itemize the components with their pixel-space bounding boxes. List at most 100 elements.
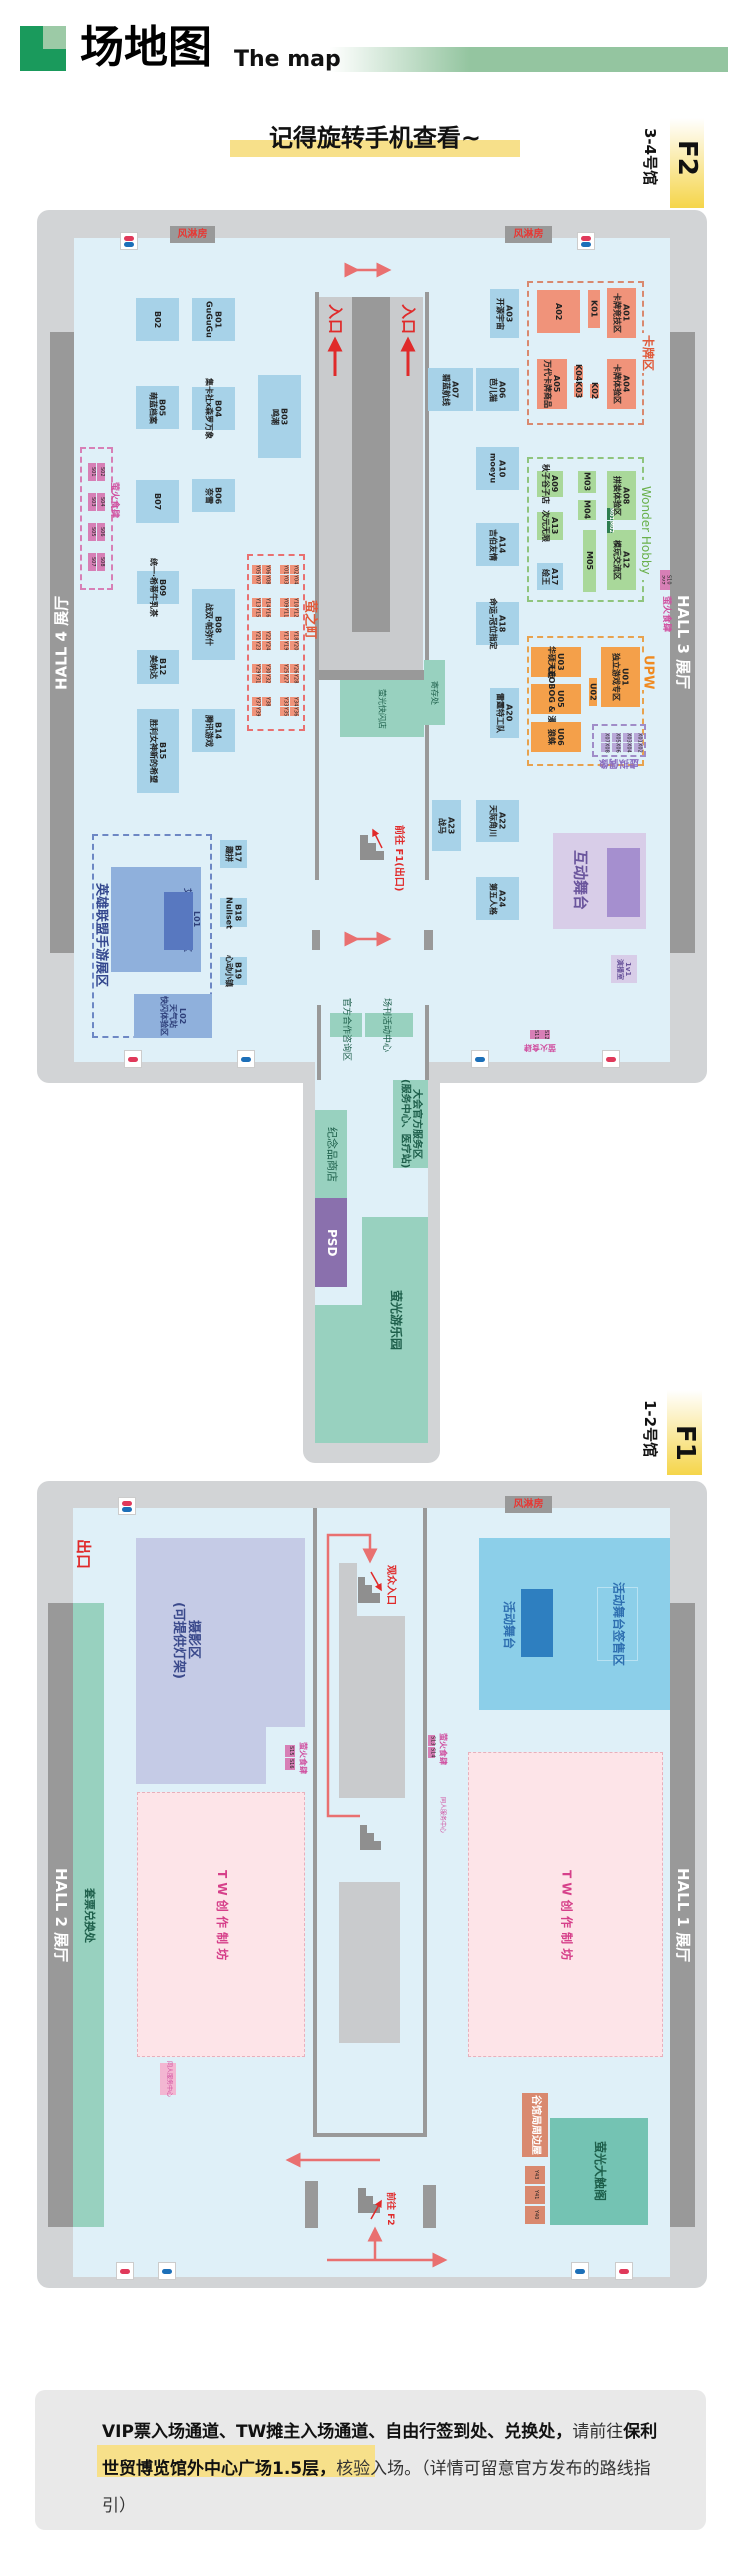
booth-y: Y03	[280, 575, 289, 584]
booth-a09-label: A09	[550, 475, 560, 493]
goods-house: 谷馆局周边屋	[522, 2093, 548, 2157]
booth-x: X02	[634, 743, 643, 752]
booth-y: Y30	[262, 664, 271, 673]
booth-y-label: Y05	[254, 564, 261, 575]
souvenir-shop-label: 纪念品商店	[325, 1126, 339, 1182]
booth-s08: S08	[97, 553, 105, 571]
escalator-block	[357, 1616, 405, 1798]
booth-a07-label: A07	[450, 380, 460, 399]
booth-s04: S04	[97, 493, 105, 511]
booth-a04-label: 卡牌体验区	[612, 364, 622, 404]
interactive-stage-label: 互动舞台	[560, 840, 600, 920]
booth-m01-label: M01	[607, 508, 614, 520]
page-title: 场地图	[80, 22, 212, 73]
tw-workshop-left	[137, 1792, 305, 2057]
booth-y-label: Y06	[264, 564, 271, 575]
booth-y: Y25	[280, 664, 289, 673]
booth-u01-label: U01	[620, 668, 630, 686]
rotate-phone-notice: 记得旋转手机查看~	[268, 124, 482, 152]
booth-s15-label: S15	[287, 1746, 294, 1756]
booth-k01-label: K01	[589, 300, 599, 318]
restroom-male-icon	[237, 1050, 255, 1068]
booth-a17-label: A17	[550, 567, 560, 586]
booth-x: X07	[601, 733, 610, 742]
official-service-area: 大会官方服务区(服务中心、医疗站)	[393, 1079, 428, 1169]
hall1-wall	[670, 1603, 695, 2227]
corridor-wall-right	[425, 292, 429, 880]
hall4-label-label: HALL 4 展厅	[52, 595, 71, 690]
booth-u03-label: 华硕天选	[547, 646, 556, 678]
booth-x: X04	[623, 743, 632, 752]
booth-a14-label: 吉伯友情	[488, 528, 498, 561]
booth-b18-label: B18	[233, 903, 243, 922]
booth-m03: M03	[578, 471, 596, 493]
booth-k04-label: K04	[574, 364, 584, 382]
booth-y: Y06	[262, 565, 271, 574]
booth-x-label: X04	[625, 742, 632, 753]
restroom-icon	[120, 232, 138, 250]
booth-b12-label: B12	[158, 658, 168, 676]
booth-b19-label: B19	[233, 962, 243, 980]
booth-y: Y29	[252, 664, 261, 673]
footer-text: 请前往	[572, 2422, 624, 2442]
doujin-service-right: 同人服务中心	[433, 1790, 450, 1840]
footer-bold-text: VIP票入场通道、TW摊主入场通道、自由行签到处、兑换处，	[102, 2422, 573, 2442]
booth-y41-label: Y41	[532, 2190, 539, 2200]
entrance-label-right: 入口	[399, 300, 418, 338]
vtuber-label: 虚拟偶像	[596, 756, 642, 768]
booth-y-label: Y32	[264, 673, 271, 684]
booth-y: Y23	[252, 641, 261, 650]
booth-l01-label: L01	[192, 911, 201, 928]
corridor-wall-left	[317, 1005, 321, 1080]
popup-shop-area: 萤光快闪店	[340, 680, 424, 737]
booth-s01-label: S01	[89, 467, 96, 477]
booth-u05-label: LEOBOG & 漫豹	[547, 666, 556, 732]
restroom-female-icon	[602, 1050, 620, 1068]
booth-y: Y10	[290, 598, 299, 607]
booth-y: Y05	[252, 565, 261, 574]
booth-s07-label: S07	[89, 557, 96, 567]
y-zone-label-label: 萤之町	[302, 600, 318, 640]
booth-y-label: Y17	[282, 630, 289, 641]
booth-a08-label: 拼装体验区	[612, 475, 622, 516]
booth-y: Y12	[290, 608, 299, 617]
booth-b01-label: B01	[213, 310, 223, 329]
booth-y-label: Y21	[254, 630, 261, 641]
tw-workshop-right	[468, 1752, 663, 2057]
header-logo-square-light	[43, 26, 66, 49]
booth-k01: K01	[588, 290, 600, 328]
booth-y-label: Y28	[292, 673, 299, 684]
booth-y-label: Y02	[292, 564, 299, 575]
booth-a22-label: 天际角川	[488, 805, 498, 837]
corridor-wall-bottom	[313, 2133, 427, 2137]
wonder-hobby-label: Wonder Hobby	[638, 480, 653, 580]
entrance-label-right-label: 入口	[399, 303, 418, 334]
booth-y: Y39	[252, 707, 261, 716]
shower-room-label: 风淋房	[513, 1498, 544, 1510]
booth-s12: S12	[540, 1030, 550, 1039]
doujin-service-left-label: 同人服务中心	[165, 2061, 173, 2098]
booth-x-label: X08	[603, 742, 610, 753]
food-zone-left	[80, 447, 113, 590]
booth-s11: S11	[530, 1030, 540, 1039]
booth-s09-label: S09	[660, 575, 667, 585]
glow-park-label-label: 萤光游乐园	[388, 1289, 403, 1350]
glow-park-label: 萤光游乐园	[362, 1260, 428, 1380]
booth-b09-label: 统一·希蒂牛乳茶	[149, 557, 158, 618]
booth-y-label: Y29	[254, 663, 261, 674]
booth-m03-label: M03	[582, 472, 592, 492]
photo-area-label: 摄影区(可提供灯架)	[160, 1600, 210, 1680]
glow-artist-pavilion-label: 萤光大触阁	[592, 2141, 607, 2202]
